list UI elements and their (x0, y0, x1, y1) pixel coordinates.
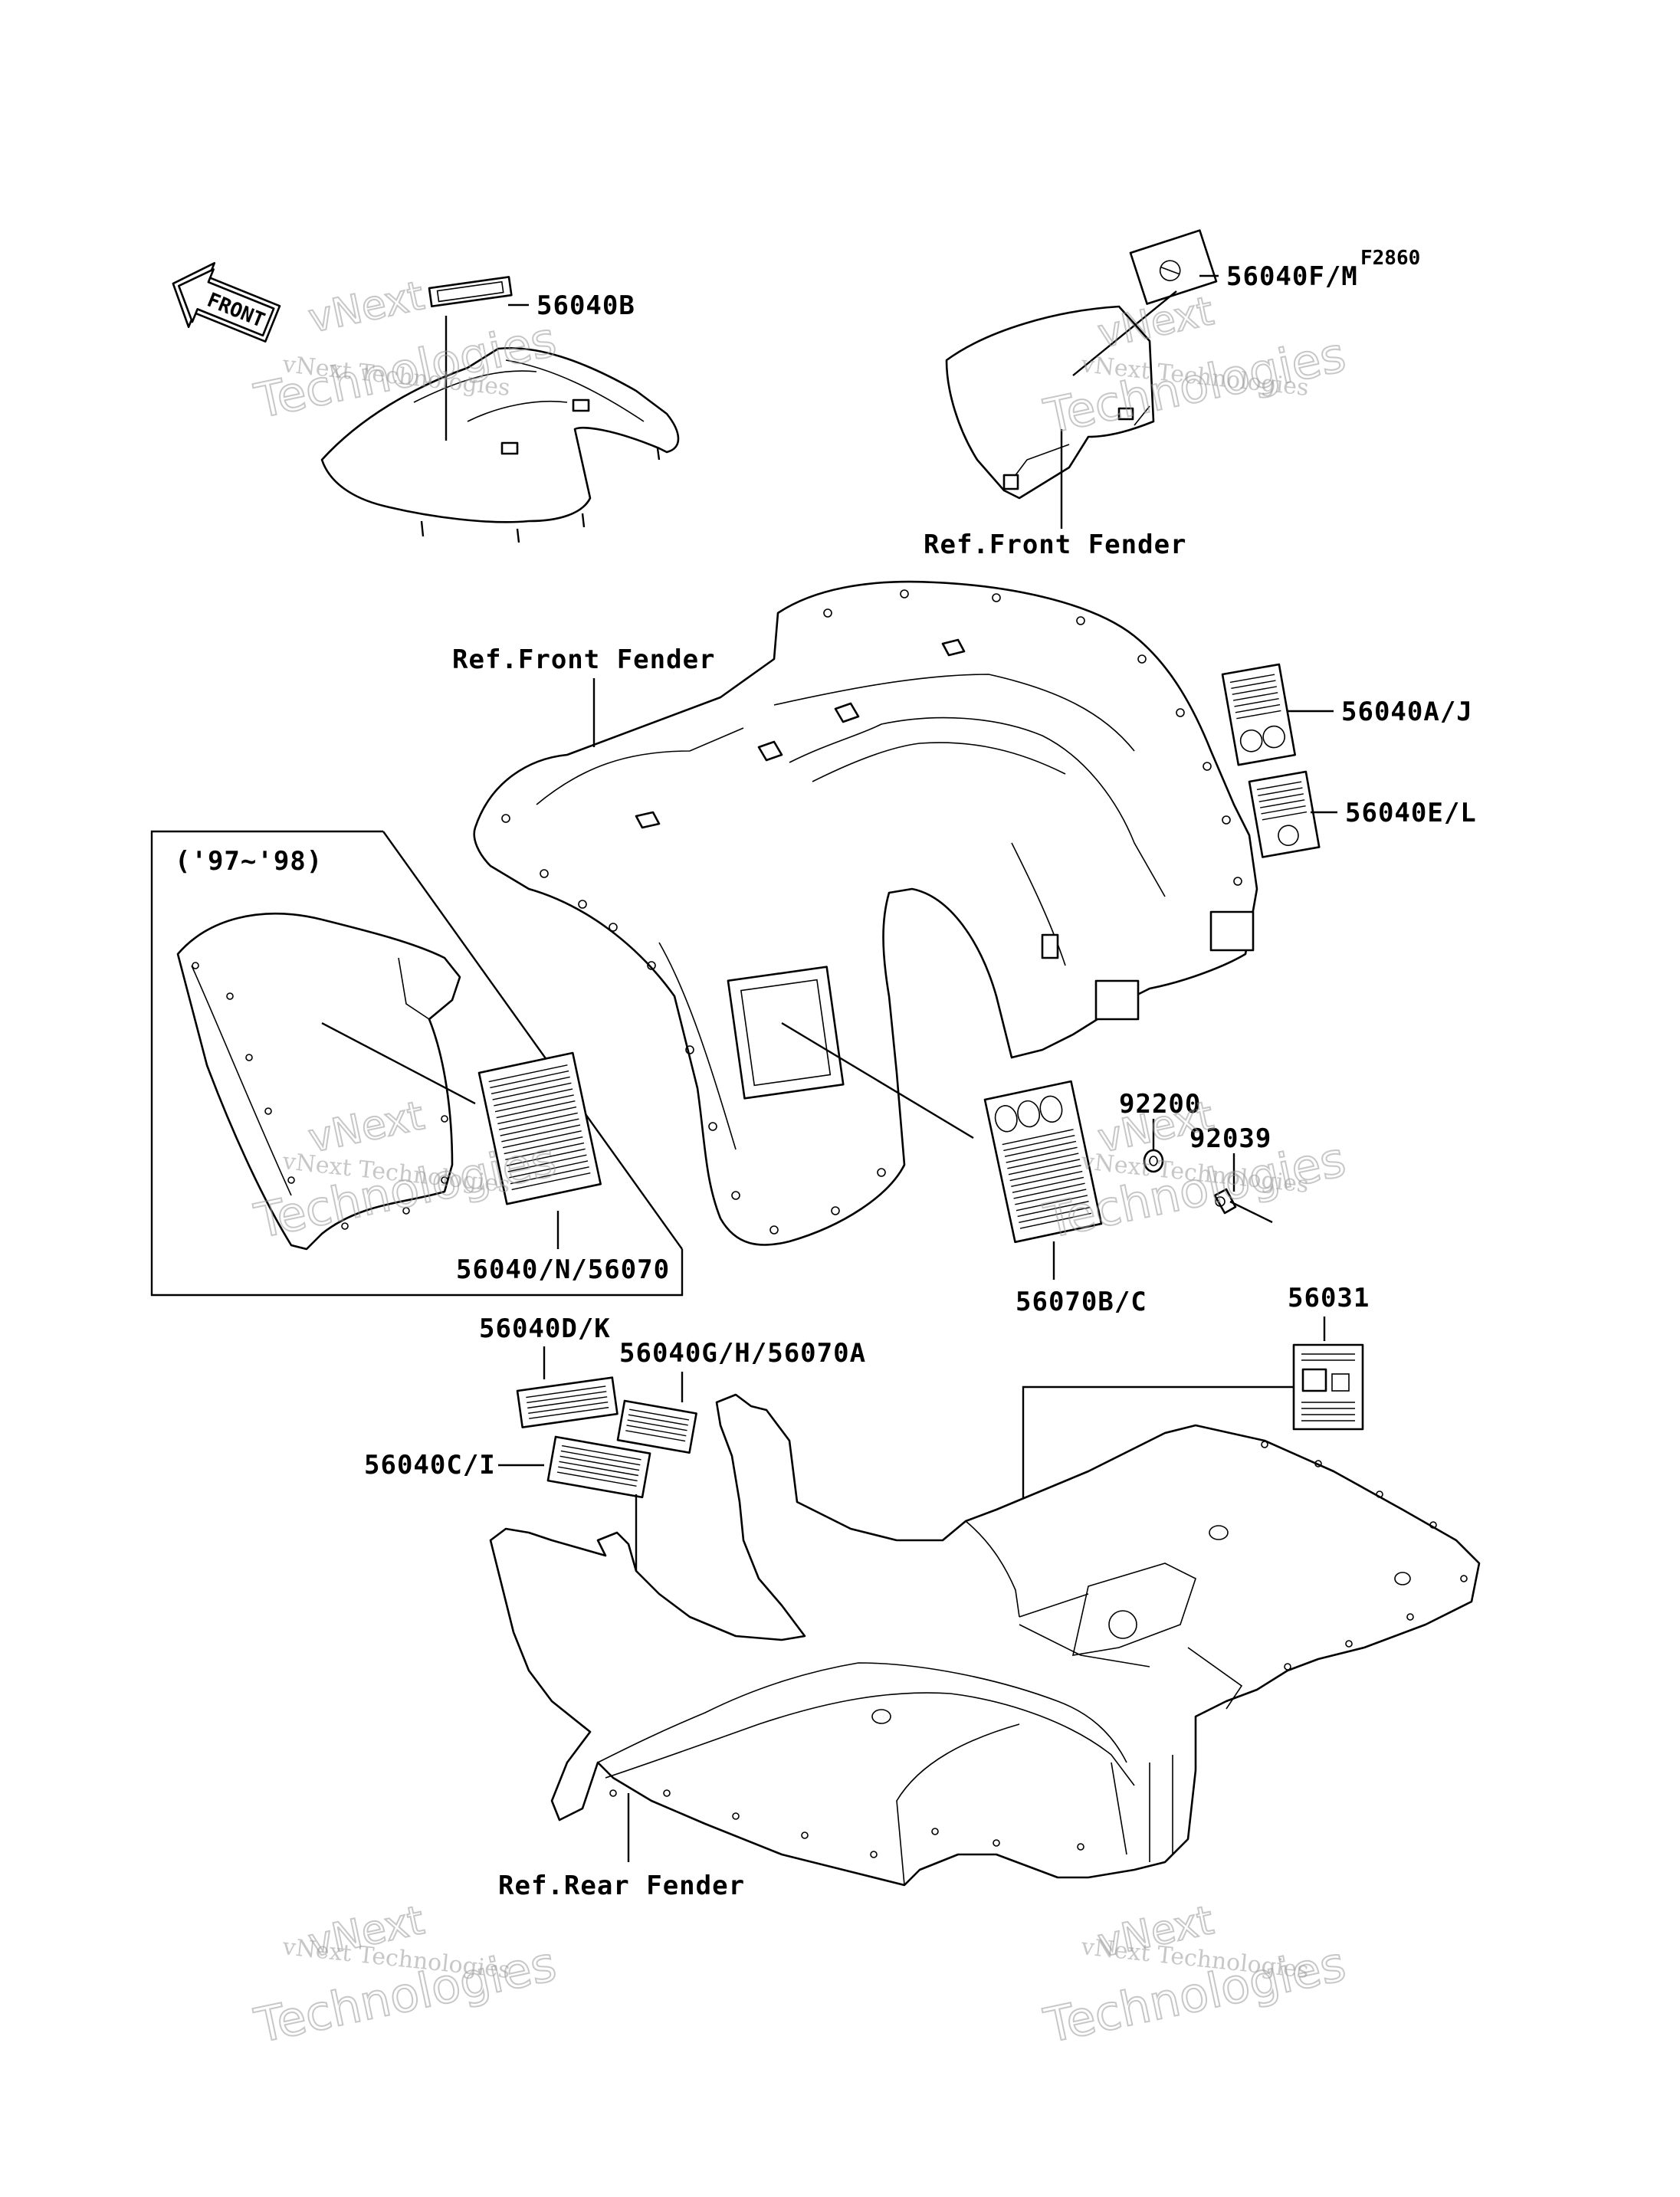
label-ref-rear-fender: Ref.Rear Fender (498, 1871, 745, 1901)
figure-id: F2860 (1360, 247, 1420, 270)
decal-56040FM (1129, 229, 1218, 305)
label-56031: 56031 (1288, 1283, 1370, 1313)
label-56040DK: 56040D/K (479, 1313, 611, 1344)
front-cover-part (320, 276, 680, 543)
inset-box: ('97~'98) (150, 830, 684, 1297)
decal-56040EL (1248, 770, 1321, 858)
watermark-big-1: vNext (304, 273, 428, 342)
decal-56070BC (983, 1080, 1103, 1244)
label-56040B: 56040B (536, 290, 635, 321)
decal-56040DK (516, 1376, 619, 1428)
label-56040AJ: 56040A/J (1341, 697, 1473, 727)
decal-56040GH56070A (616, 1399, 697, 1454)
front-fender-part (473, 580, 1258, 1246)
label-56040N56070: 56040/N/56070 (456, 1254, 670, 1285)
label-56070BC: 56070B/C (1016, 1287, 1147, 1317)
warning-label-56031 (1292, 1343, 1364, 1431)
label-year-range: ('97~'98) (175, 846, 323, 877)
label-ref-front-fender-top: Ref.Front Fender (924, 530, 1187, 560)
watermark-big-3: vNext (1094, 288, 1217, 357)
label-56040CI: 56040C/I (364, 1450, 496, 1481)
label-56040EL: 56040E/L (1345, 798, 1477, 828)
label-92039: 92039 (1189, 1123, 1271, 1154)
grommet-92200 (1143, 1149, 1164, 1173)
label-92200: 92200 (1119, 1089, 1201, 1120)
label-56040GH56070A: 56040G/H/56070A (619, 1338, 866, 1369)
label-ref-front-fender-mid: Ref.Front Fender (452, 644, 716, 675)
decal-56040AJ (1221, 663, 1296, 766)
headlight-cover-part (945, 229, 1218, 500)
pin-92039 (1213, 1188, 1273, 1224)
front-arrow-icon: FRONT (172, 261, 281, 343)
label-56040FM: 56040F/M (1226, 261, 1358, 292)
decal-56040CI (546, 1435, 651, 1499)
decal-56040B (428, 276, 513, 308)
rear-fender-part (489, 1393, 1481, 1887)
decal-56040N56070 (477, 1051, 602, 1205)
